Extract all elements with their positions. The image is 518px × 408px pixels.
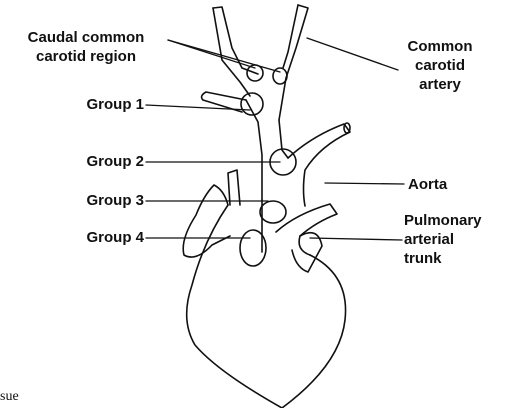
label-pulmonary-arterial-trunk: Pulmonary arterial trunk [404, 211, 508, 268]
atrium-left [183, 185, 230, 257]
caudal-carotid-leader-2 [168, 40, 280, 72]
group-1-leader [146, 105, 250, 110]
pulmonary-trunk [262, 200, 337, 255]
aortic-arch [288, 124, 350, 206]
label-aorta: Aorta [408, 175, 447, 194]
label-group-4: Group 4 [58, 228, 144, 247]
label-group-2: Group 2 [58, 152, 144, 171]
common-carotid-leader [307, 38, 398, 70]
group-3-circle [260, 201, 286, 223]
left-carotid-branch-inner [213, 8, 250, 96]
brachiocephalic-trunk-right-wall [279, 120, 288, 158]
vena-cava-stub [228, 170, 240, 205]
cropped-text-fragment: sue [0, 389, 19, 405]
label-group-1: Group 1 [58, 95, 144, 114]
pulmonary-leader [310, 238, 402, 240]
label-common-carotid-artery: Common carotid artery [398, 37, 482, 94]
label-group-3: Group 3 [58, 191, 144, 210]
heart-outline [187, 205, 282, 408]
label-caudal-common-carotid-region: Caudal common carotid region [8, 28, 164, 66]
right-carotid-branch-inner [283, 5, 298, 68]
heart-right-outline [282, 255, 346, 408]
right-carotid-branch [279, 5, 308, 120]
aorta-leader [325, 183, 404, 184]
